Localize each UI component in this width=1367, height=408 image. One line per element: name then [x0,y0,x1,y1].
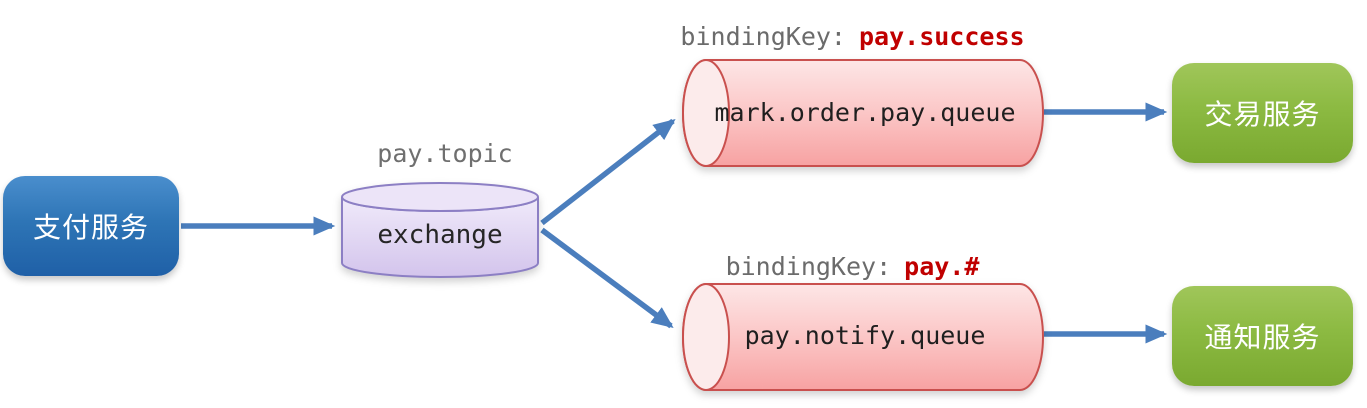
trade-service-label: 交易服务 [1204,98,1321,131]
notify-service-label: 通知服务 [1204,321,1321,354]
payment-service-box: 支付服务 [3,176,179,276]
notify-queue-binding-key: bindingKey: pay.# [680,252,1025,281]
exchange-name-label: exchange [377,220,503,250]
arrow-exchange-to-notify-queue [540,227,674,329]
exchange-cylinder-cap [341,182,539,212]
arrow-exchange-to-order-queue [540,118,676,226]
trade-service-box: 交易服务 [1172,63,1353,163]
notify-queue-cylinder-cap [682,283,730,391]
binding-key-value: pay.# [904,252,980,281]
order-queue-cylinder-cap [682,59,730,167]
notify-queue-cylinder [682,283,1044,391]
binding-key-prefix: bindingKey: [725,252,892,281]
order-queue-name-label: mark.order.pay.queue [714,98,1016,127]
order-queue-binding-key: bindingKey: pay.success [680,22,1025,51]
payment-service-label: 支付服务 [32,211,149,244]
notify-service-box: 通知服务 [1172,286,1353,386]
notify-queue-name-label: pay.notify.queue [744,321,986,350]
exchange-cylinder [341,182,539,278]
exchange-type-label: pay.topic [377,139,513,168]
binding-key-prefix: bindingKey: [680,22,846,51]
binding-key-value: pay.success [859,22,1025,51]
order-queue-cylinder [682,59,1044,167]
